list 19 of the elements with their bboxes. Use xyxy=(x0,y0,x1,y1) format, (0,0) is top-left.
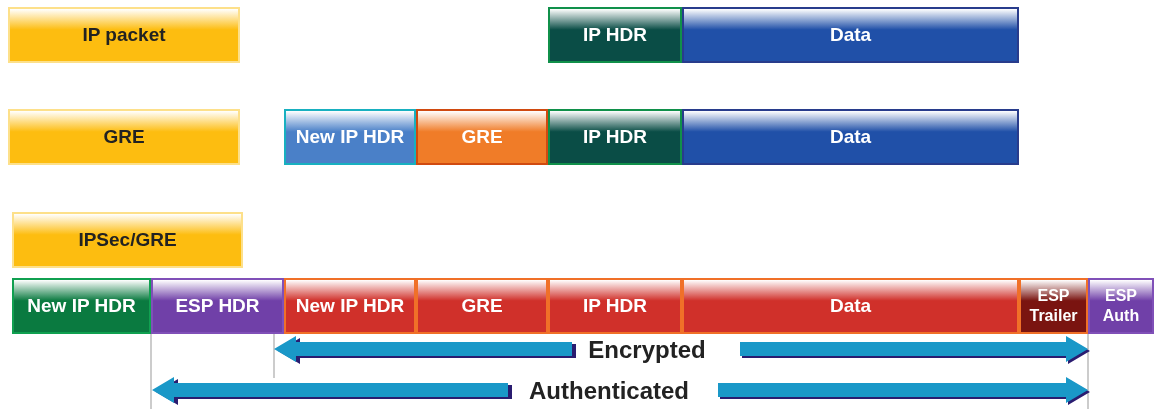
header-segment: IP HDR xyxy=(548,278,682,334)
header-segment: ESP HDR xyxy=(151,278,284,334)
header-segment: New IP HDR xyxy=(284,278,416,334)
header-segment: IP HDR xyxy=(548,7,682,63)
auth-segment: ESP Auth xyxy=(1088,278,1154,334)
data-segment: Data xyxy=(682,7,1019,63)
row-title-box: IP packet xyxy=(8,7,240,63)
header-segment: GRE xyxy=(416,278,548,334)
row-title-box: IPSec/GRE xyxy=(12,212,243,268)
header-segment: New IP HDR xyxy=(284,109,416,165)
trailer-segment: ESP Trailer xyxy=(1019,278,1088,334)
row-title-box: GRE xyxy=(8,109,240,165)
data-segment: Data xyxy=(682,278,1019,334)
data-segment: Data xyxy=(682,109,1019,165)
dimension-label: Encrypted xyxy=(588,336,706,364)
header-segment: GRE xyxy=(416,109,548,165)
header-segment: IP HDR xyxy=(548,109,682,165)
header-segment: New IP HDR xyxy=(12,278,151,334)
dimension-label: Authenticated xyxy=(529,377,689,405)
